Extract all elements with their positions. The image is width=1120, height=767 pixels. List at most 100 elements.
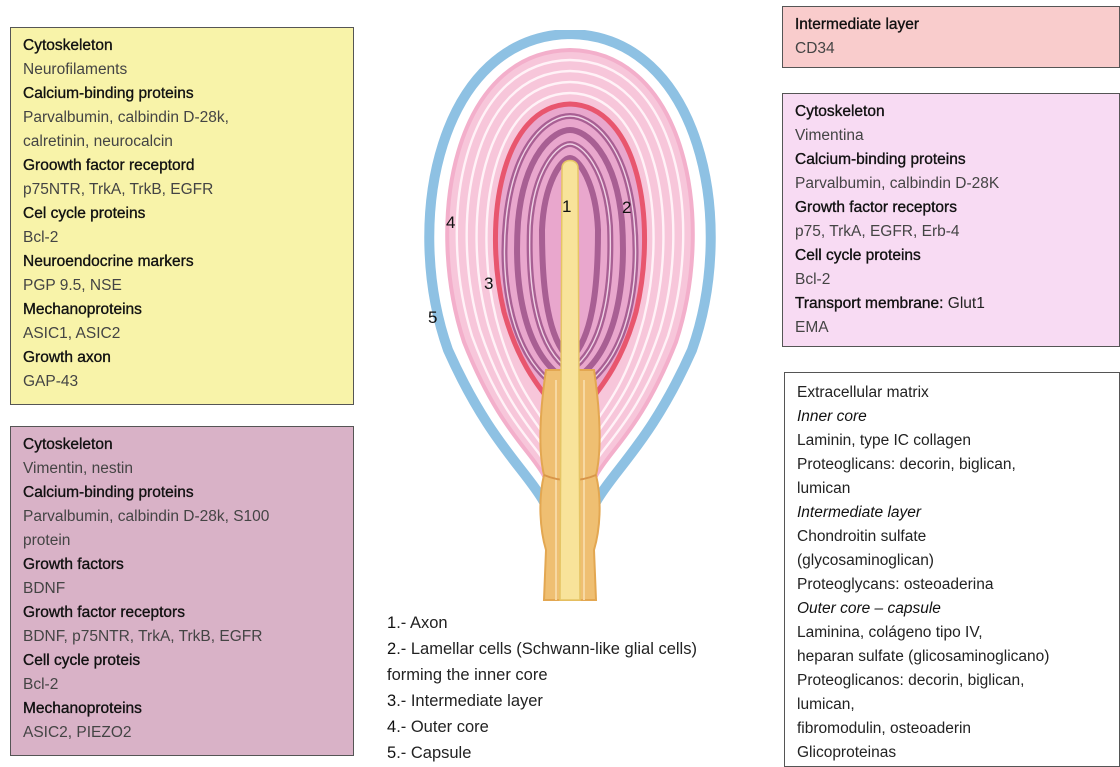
legend-item: 4.- Outer core: [387, 714, 767, 740]
line-text: Laminin, type IC collagen: [797, 432, 971, 449]
marker-text: p75, TrkA, EGFR, Erb-4: [795, 220, 1109, 244]
line-text: Cell cycle proteins: [795, 247, 921, 264]
line-text: EMA: [795, 319, 829, 336]
legend-text: .- Outer core: [396, 718, 489, 736]
section-heading: Mechanoproteins: [23, 697, 343, 721]
line-text: BDNF: [23, 580, 65, 597]
marker-text: ASIC1, ASIC2: [23, 322, 343, 346]
line-text: ASIC1, ASIC2: [23, 325, 120, 342]
line-text: Neuroendocrine markers: [23, 253, 194, 270]
line-text: Intermediate layer: [795, 16, 919, 33]
label-3: 3: [484, 274, 493, 294]
line-text: Cytoskeleton: [795, 103, 885, 120]
line-text: Vimentin, nestin: [23, 460, 133, 477]
line-tail: Glut1: [943, 295, 984, 312]
marker-text: Bcl-2: [23, 673, 343, 697]
line-text: Extracellular matrix: [797, 384, 929, 401]
line-text: Chondroitin sulfate: [797, 528, 926, 545]
pacinian-corpuscle-diagram: 1 2 3 4 5: [390, 30, 750, 610]
axon: [560, 161, 580, 601]
line-text: Calcium-binding proteins: [23, 85, 194, 102]
marker-text: Parvalbumin, calbindin D-28k, S100: [23, 505, 343, 529]
line-text: protein: [23, 532, 70, 549]
section-heading: Groowth factor receptord: [23, 154, 343, 178]
section-heading: Cell cycle proteis: [23, 649, 343, 673]
marker-text: ASIC2, PIEZO2: [23, 721, 343, 745]
marker-text: Bcl-2: [795, 268, 1109, 292]
marker-text: Parvalbumin, calbindin D-28K: [795, 172, 1109, 196]
legend: 1.- Axon2.- Lamellar cells (Schwann-like…: [387, 610, 767, 766]
legend-text: .- Lamellar cells (Schwann-like glial ce…: [396, 640, 697, 658]
marker-text: Proteoglicans: decorin, biglican,: [797, 453, 1109, 477]
marker-text: Proteoglycans: osteoaderina: [797, 573, 1109, 597]
line-text: lumican,: [797, 696, 855, 713]
legend-item: 3.- Intermediate layer: [387, 688, 767, 714]
line-text: Proteoglicans: decorin, biglican,: [797, 456, 1016, 473]
line-text: Laminina, colágeno tipo IV,: [797, 624, 983, 641]
section-heading: Calcium-binding proteins: [795, 148, 1109, 172]
line-text: fibromodulin, osteoaderin: [797, 720, 971, 737]
line-text: Parvalbumin, calbindin D-28K: [795, 175, 999, 192]
line-text: Inner core: [797, 408, 867, 425]
legend-number: 1: [387, 614, 396, 632]
legend-number: 4: [387, 718, 396, 736]
marker-text: PGP 9.5, NSE: [23, 274, 343, 298]
corpuscle-illustration: [390, 30, 750, 610]
line-text: Vimentina: [795, 127, 864, 144]
line-text: BDNF, p75NTR, TrkA, TrkB, EGFR: [23, 628, 262, 645]
line-text: Growth factor receptors: [795, 199, 957, 216]
section-heading: Calcium-binding proteins: [23, 82, 343, 106]
section-heading: Growth factor receptors: [23, 601, 343, 625]
section-heading: Cel cycle proteins: [23, 202, 343, 226]
line-text: (glycosaminoglican): [797, 552, 934, 569]
line-text: PGP 9.5, NSE: [23, 277, 122, 294]
marker-text: GAP-43: [23, 370, 343, 394]
marker-text: Vimentin, nestin: [23, 457, 343, 481]
line-text: GAP-43: [23, 373, 78, 390]
label-2: 2: [622, 198, 631, 218]
section-heading: Growth factors: [23, 553, 343, 577]
marker-text: Bcl-2: [23, 226, 343, 250]
marker-text: Neurofilaments: [23, 58, 343, 82]
marker-text: BDNF, p75NTR, TrkA, TrkB, EGFR: [23, 625, 343, 649]
section-heading: Neuroendocrine markers: [23, 250, 343, 274]
marker-text: Chondroitin sulfate: [797, 525, 1109, 549]
line-text: Glicoproteinas: [797, 744, 896, 761]
line-text: heparan sulfate (glicosaminoglicano): [797, 648, 1049, 665]
marker-text: Extracellular matrix: [797, 381, 1109, 405]
line-text: Cell cycle proteis: [23, 652, 140, 669]
marker-text: EMA: [795, 316, 1109, 340]
marker-text: p75NTR, TrkA, TrkB, EGFR: [23, 178, 343, 202]
label-4: 4: [446, 213, 455, 233]
section-heading: Cytoskeleton: [23, 433, 343, 457]
section-heading: Growth factor receptors: [795, 196, 1109, 220]
section-heading: Calcium-binding proteins: [23, 481, 343, 505]
legend-item: forming the inner core: [387, 662, 767, 688]
line-text: lumican: [797, 480, 850, 497]
legend-text: .- Axon: [396, 614, 447, 632]
line-text: p75NTR, TrkA, TrkB, EGFR: [23, 181, 213, 198]
line-text: Growth factors: [23, 556, 124, 573]
line-text: Growth axon: [23, 349, 111, 366]
marker-text: calretinin, neurocalcin: [23, 130, 343, 154]
line-text: Bcl-2: [795, 271, 830, 288]
line-text: Growth factor receptors: [23, 604, 185, 621]
line-text: Intermediate layer: [797, 504, 921, 521]
line-text: Bcl-2: [23, 676, 58, 693]
line-text: Proteoglicanos: decorin, biglican,: [797, 672, 1024, 689]
line-text: Calcium-binding proteins: [795, 151, 966, 168]
marker-text: fibromodulin, osteoaderin: [797, 717, 1109, 741]
legend-number: 3: [387, 692, 396, 710]
section-heading: Cell cycle proteins: [795, 244, 1109, 268]
line-text: Bcl-2: [23, 229, 58, 246]
legend-text: forming the inner core: [387, 666, 548, 684]
section-heading: Outer core – capsule: [797, 597, 1109, 621]
line-text: ASIC2, PIEZO2: [23, 724, 132, 741]
section-heading: Intermediate layer: [797, 501, 1109, 525]
line-text: Mechanoproteins: [23, 700, 142, 717]
line-text: Outer core – capsule: [797, 600, 941, 617]
line-text: Cytoskeleton: [23, 436, 113, 453]
